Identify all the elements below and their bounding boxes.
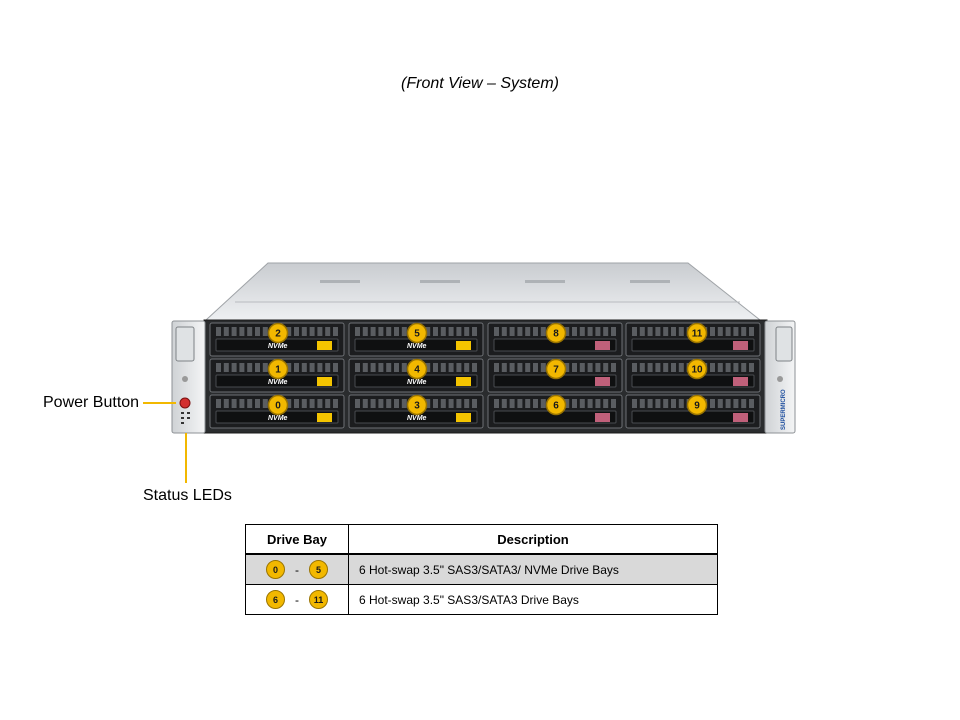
nvme-label: NVMe bbox=[268, 343, 288, 350]
drive-bay: NVMe 2 bbox=[209, 322, 345, 357]
bay-range-cell: 6 - 11 bbox=[245, 584, 349, 615]
vent-grille bbox=[216, 327, 338, 336]
right-rack-ear: SUPERMICRO bbox=[764, 320, 796, 434]
bay-badge-to: 5 bbox=[309, 560, 328, 579]
latch-tab bbox=[317, 341, 332, 350]
drive-bay: 8 bbox=[487, 322, 623, 357]
bay-number: 8 bbox=[553, 329, 559, 340]
bay-number: 9 bbox=[694, 401, 700, 412]
drive-bay: NVMe 0 bbox=[209, 394, 345, 429]
drive-bay: NVMe 5 bbox=[348, 322, 484, 357]
nvme-label: NVMe bbox=[407, 415, 427, 422]
header-drive-bay: Drive Bay bbox=[245, 524, 349, 555]
bay-number-badge bbox=[406, 322, 428, 344]
bay-number-badge bbox=[686, 322, 708, 344]
latch-tab bbox=[456, 341, 471, 350]
latch-tab bbox=[733, 377, 748, 386]
latch-tab bbox=[733, 413, 748, 422]
drive-bay: 9 bbox=[625, 394, 761, 429]
table-header-row: Drive Bay Description bbox=[245, 524, 718, 555]
drive-bay: 11 bbox=[625, 322, 761, 357]
bay-number: 4 bbox=[414, 365, 420, 376]
bay-number: 11 bbox=[692, 329, 703, 340]
bay-number: 10 bbox=[691, 365, 703, 376]
header-description: Description bbox=[348, 524, 718, 555]
bay-number-badge bbox=[267, 358, 289, 380]
bay-number-badge bbox=[686, 358, 708, 380]
description-cell: 6 Hot-swap 3.5" SAS3/SATA3 Drive Bays bbox=[348, 584, 718, 615]
range-dash: - bbox=[295, 562, 299, 577]
latch-tab bbox=[317, 413, 332, 422]
table-row: 6 - 11 6 Hot-swap 3.5" SAS3/SATA3 Drive … bbox=[245, 584, 718, 615]
bay-badge-to: 11 bbox=[309, 590, 328, 609]
vent-grille bbox=[355, 327, 477, 336]
status-leds-leader bbox=[185, 433, 187, 483]
bay-number-badge bbox=[545, 394, 567, 416]
bay-number: 0 bbox=[275, 401, 281, 412]
latch-tab bbox=[595, 341, 610, 350]
power-button-leader bbox=[143, 402, 176, 404]
latch-tab bbox=[456, 413, 471, 422]
latch-tab bbox=[733, 341, 748, 350]
nvme-label: NVMe bbox=[268, 415, 288, 422]
bay-number: 5 bbox=[414, 329, 420, 340]
bay-number: 3 bbox=[414, 401, 420, 412]
drive-bay: NVMe 3 bbox=[348, 394, 484, 429]
drive-bay: 7 bbox=[487, 358, 623, 393]
bay-number: 1 bbox=[275, 365, 281, 376]
bay-range-cell: 0 - 5 bbox=[245, 553, 349, 585]
drive-bay-table: Drive Bay Description 0 - 5 6 Hot-swap 3… bbox=[245, 524, 718, 615]
latch-tab bbox=[317, 377, 332, 386]
drive-bay: NVMe 4 bbox=[348, 358, 484, 393]
latch-tab bbox=[456, 377, 471, 386]
nvme-label: NVMe bbox=[407, 343, 427, 350]
description-cell: 6 Hot-swap 3.5" SAS3/SATA3/ NVMe Drive B… bbox=[348, 553, 718, 585]
left-rack-ear bbox=[171, 320, 206, 434]
drive-bay: NVMe 1 bbox=[209, 358, 345, 393]
bay-badge-from: 6 bbox=[266, 590, 285, 609]
bay-number-badge bbox=[406, 358, 428, 380]
chassis-top bbox=[204, 262, 762, 321]
latch-tab bbox=[595, 413, 610, 422]
drive-bay: 6 bbox=[487, 394, 623, 429]
bay-number-badge bbox=[267, 322, 289, 344]
bay-number: 7 bbox=[553, 365, 559, 376]
bay-number-badge bbox=[267, 394, 289, 416]
nvme-label: NVMe bbox=[268, 379, 288, 386]
status-leds-label: Status LEDs bbox=[143, 487, 232, 504]
bay-badge-from: 0 bbox=[266, 560, 285, 579]
brand-logo: SUPERMICRO bbox=[781, 389, 787, 430]
figure-caption: (Front View – System) bbox=[401, 75, 559, 92]
latch-tab bbox=[595, 377, 610, 386]
bay-number-badge bbox=[406, 394, 428, 416]
bay-number: 2 bbox=[275, 329, 281, 340]
range-dash: - bbox=[295, 592, 299, 607]
bay-number-badge bbox=[545, 322, 567, 344]
bay-number: 6 bbox=[553, 401, 559, 412]
bay-number-badge bbox=[686, 394, 708, 416]
power-button-label: Power Button bbox=[43, 394, 140, 411]
power-button-icon bbox=[179, 397, 191, 409]
nvme-label: NVMe bbox=[407, 379, 427, 386]
table-row: 0 - 5 6 Hot-swap 3.5" SAS3/SATA3/ NVMe D… bbox=[245, 553, 718, 585]
bay-number-badge bbox=[545, 358, 567, 380]
drive-bay: 10 bbox=[625, 358, 761, 393]
